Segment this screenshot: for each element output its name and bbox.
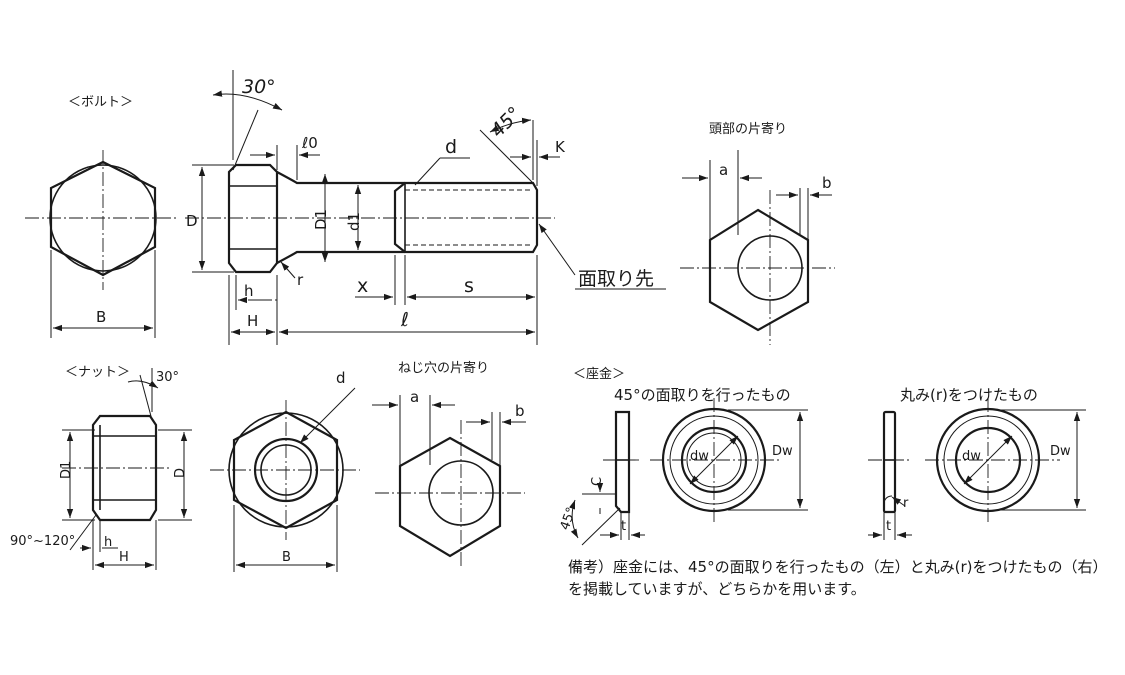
washer-label-t1: t xyxy=(621,519,626,534)
washer-label-dw2: dw xyxy=(962,449,981,464)
bolt-angle-30: 30° xyxy=(242,76,276,98)
nut-section: ＜ナット＞ 30° D1 D 90°~120° xyxy=(10,365,360,572)
bolt-label-D: D xyxy=(186,212,198,230)
remarks-note: 備考）座金には、45°の面取りを行ったもの（左）と丸み(r)をつけたもの（右） … xyxy=(568,558,1107,598)
bolt-label-D1: D1 xyxy=(312,209,330,230)
washer-label-Dw2: Dw xyxy=(1050,444,1071,459)
bolt-label-H: H xyxy=(247,312,258,330)
bolt-section-title: ＜ボルト＞ xyxy=(68,95,133,110)
bolt-angle-45: 45° xyxy=(487,103,526,142)
head-offset-label-b: b xyxy=(822,174,832,192)
bolt-label-d1: d1 xyxy=(345,212,363,231)
nut-angle-range: 90°~120° xyxy=(10,534,75,549)
bolt-label-B: B xyxy=(96,308,106,326)
note-line-2: を掲載していますが、どちらかを用います。 xyxy=(568,580,866,598)
bolt-section: ＜ボルト＞ B xyxy=(25,70,666,345)
bolt-label-K: K xyxy=(555,138,566,156)
nut-end-view: d B xyxy=(210,369,360,572)
nut-label-D: D xyxy=(173,468,188,478)
washer-section: ＜座金＞ 45°の面取りを行ったもの t C 45° xyxy=(558,366,1086,546)
bolt-label-x: x xyxy=(357,275,368,297)
washer-chamfered-title: 45°の面取りを行ったもの xyxy=(614,386,791,404)
washer-section-title: ＜座金＞ xyxy=(573,366,625,382)
bolt-head-end-view: B xyxy=(25,150,178,338)
hole-offset-view: ねじ穴の片寄り a b xyxy=(372,360,526,568)
nut-section-title: ＜ナット＞ xyxy=(65,365,130,380)
note-line-1: 備考）座金には、45°の面取りを行ったもの（左）と丸み(r)をつけたもの（右） xyxy=(568,558,1107,576)
hole-offset-title: ねじ穴の片寄り xyxy=(398,360,489,376)
nut-label-H: H xyxy=(119,550,129,565)
bolt-label-d: d xyxy=(445,136,457,158)
washer-label-r: r xyxy=(903,496,909,511)
washer-label-dw1: dw xyxy=(690,449,709,464)
head-offset-label-a: a xyxy=(719,161,728,179)
hole-offset-label-b: b xyxy=(515,402,525,420)
bolt-chamfer-tip-label: 面取り先 xyxy=(578,268,654,290)
washer-label-C: C xyxy=(590,477,605,486)
nut-label-D1: D1 xyxy=(59,461,74,479)
washer-rounded-title: 丸み(r)をつけたもの xyxy=(900,386,1038,404)
bolt-label-l: ℓ xyxy=(400,309,409,331)
washer-label-t2: t xyxy=(886,519,891,534)
nut-label-h: h xyxy=(104,535,112,550)
washer-label-45: 45° xyxy=(558,505,580,532)
washer-label-Dw1: Dw xyxy=(772,444,793,459)
head-offset-title: 頭部の片寄り xyxy=(709,121,787,137)
washer-rounded: 丸み(r)をつけたもの t r dw Dw xyxy=(868,386,1086,540)
washer-chamfered: 45°の面取りを行ったもの t C 45° dw xyxy=(558,386,808,546)
nut-label-d: d xyxy=(336,369,346,387)
hole-offset-label-a: a xyxy=(410,388,419,406)
bolt-label-r: r xyxy=(297,271,304,289)
nut-side-view: 30° D1 D 90°~120° h H xyxy=(10,368,192,570)
nut-label-B: B xyxy=(282,550,291,565)
bolt-side-view: 30° ℓ0 d 45° K D xyxy=(185,70,666,345)
bolt-label-s: s xyxy=(464,275,474,297)
head-offset-view: 頭部の片寄り a b xyxy=(680,121,835,345)
bolt-label-l0: ℓ0 xyxy=(301,134,318,152)
nut-angle-30: 30° xyxy=(156,370,179,385)
bolt-label-h: h xyxy=(244,282,254,300)
